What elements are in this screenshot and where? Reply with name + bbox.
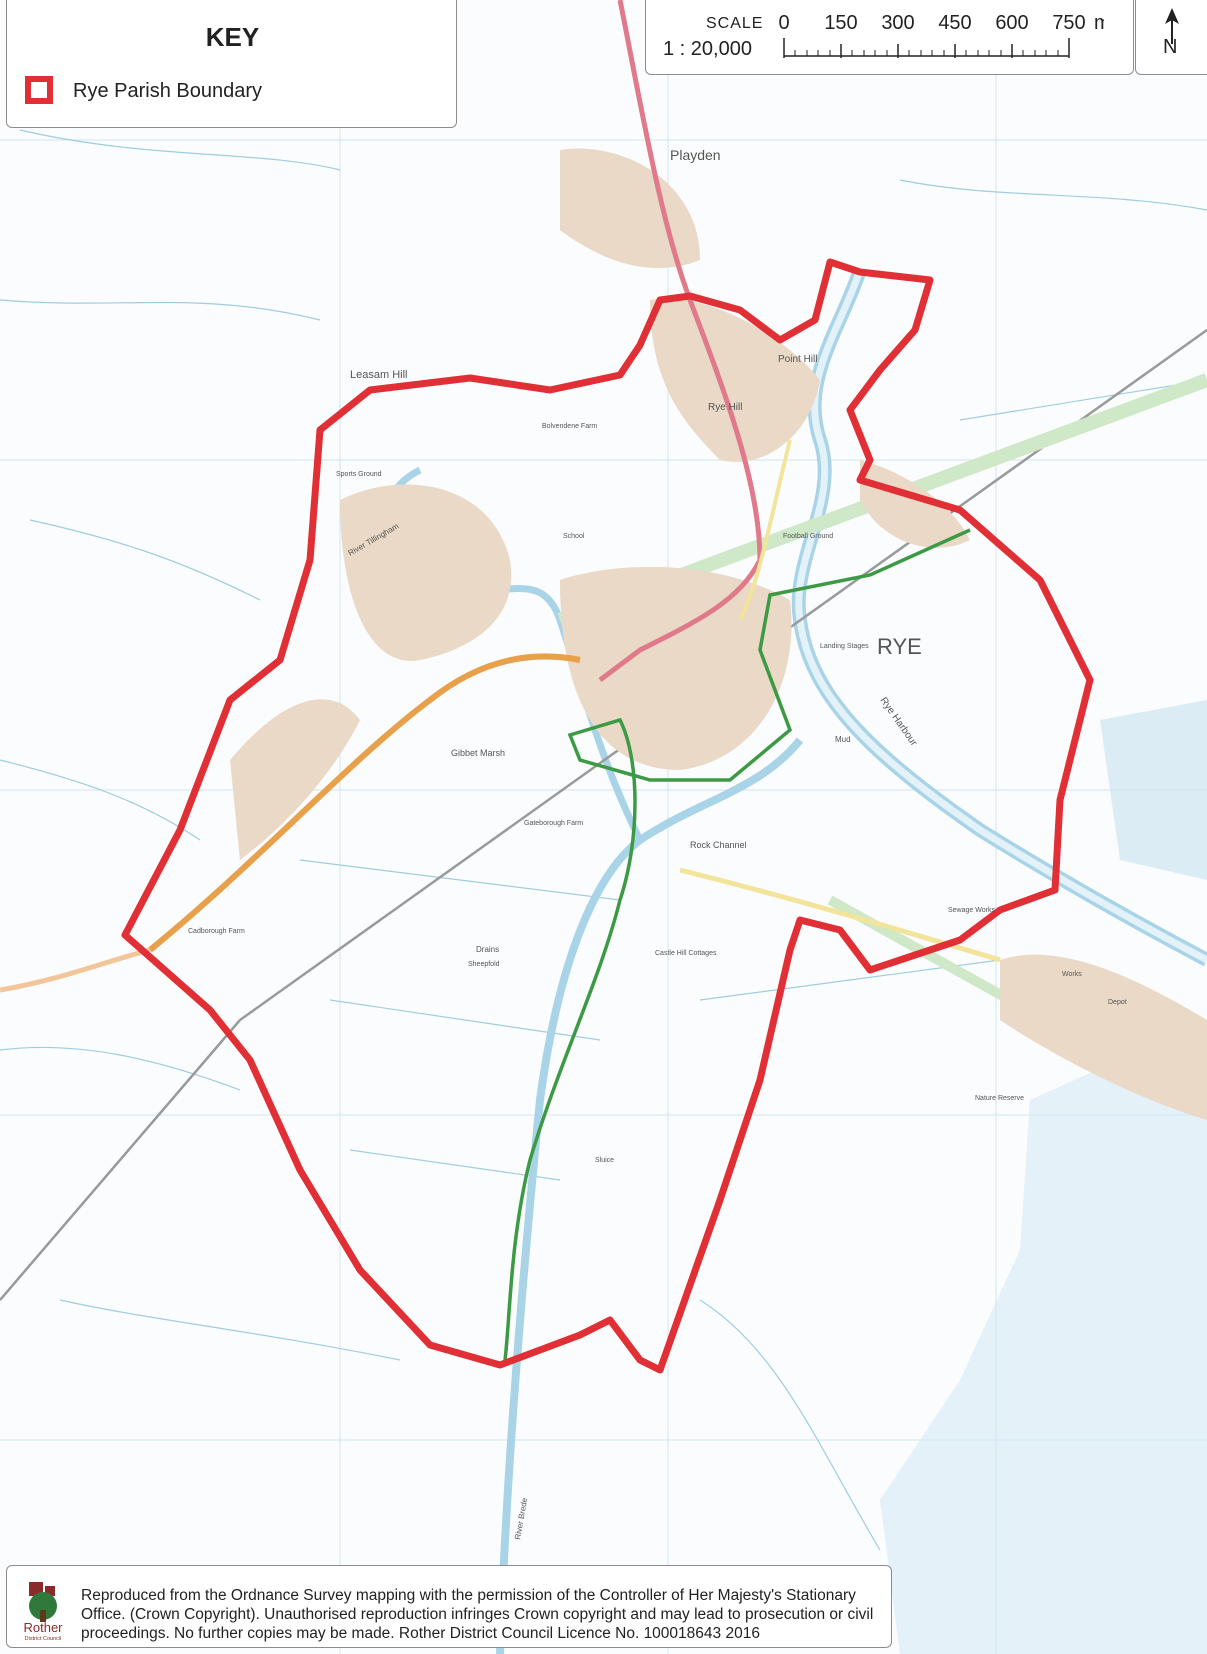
label-playden: Playden [670, 147, 721, 163]
label-school: School [563, 533, 585, 540]
copyright-footer: Rother District Council Reproduced from … [6, 1565, 892, 1648]
scale-tick-label: 0 [778, 12, 789, 34]
logo-name: Rother [23, 1620, 63, 1635]
label-leasam-hill: Leasam Hill [350, 369, 407, 381]
parish-boundary-line [121, 258, 1094, 1374]
scale-tick-label: 600 [995, 12, 1028, 34]
label-works: Works [1062, 971, 1082, 978]
scale-tick-label: 450 [938, 12, 971, 34]
label-drains: Drains [476, 945, 499, 954]
label-rye: RYE [877, 634, 922, 659]
label-mud: Mud [835, 735, 851, 744]
scale-unit: m [1094, 12, 1104, 34]
label-rock-channel: Rock Channel [690, 840, 747, 850]
label-football-ground: Football Ground [783, 533, 833, 540]
label-sheepfold: Sheepfold [468, 961, 500, 968]
label-cadborough-farm: Cadborough Farm [188, 928, 245, 935]
north-arrow-panel: N [1135, 0, 1207, 75]
key-item-label: Rye Parish Boundary [73, 80, 262, 102]
label-gateborough-farm: Gateborough Farm [524, 820, 583, 827]
green-route-line [503, 528, 971, 1361]
railway-line-west [0, 1019, 241, 1301]
logo-sub: District Council [25, 1636, 62, 1642]
key-panel: KEY Rye Parish Boundary [6, 0, 457, 128]
copyright-text: Reproduced from the Ordnance Survey mapp… [81, 1587, 874, 1642]
road-a268 [598, 0, 763, 682]
scale-bar: 0 150 300 450 600 750 m [778, 12, 1104, 58]
label-rye-hill: Rye Hill [708, 402, 742, 413]
label-nature-reserve: Nature Reserve [975, 1095, 1024, 1102]
rother-council-logo: Rother District Council [23, 1582, 63, 1642]
parish-boundary-swatch [25, 76, 53, 104]
key-title: KEY [205, 22, 260, 52]
label-sewage-works: Sewage Works [948, 907, 995, 914]
north-arrow-icon [1165, 8, 1179, 44]
label-sports-ground: Sports Ground [336, 471, 382, 478]
label-landing-stages: Landing Stages [820, 643, 869, 650]
label-bolvendene-farm: Bolvendene Farm [542, 423, 597, 430]
scale-panel: SCALE 1 : 20,000 0 150 300 450 600 750 m [645, 0, 1134, 75]
coastal-water-area [880, 1020, 1207, 1654]
label-gibbet-marsh: Gibbet Marsh [451, 748, 505, 758]
scale-tick-label: 150 [824, 12, 857, 34]
scale-ratio: 1 : 20,000 [663, 38, 752, 60]
label-castle-hill-cottages: Castle Hill Cottages [655, 950, 717, 957]
label-depot: Depot [1108, 999, 1127, 1006]
road-a259-east [679, 867, 1001, 963]
scale-tick-label: 300 [881, 12, 914, 34]
road-a259-west [148, 653, 581, 953]
road-a259-far-west [0, 947, 151, 993]
scale-word: SCALE [706, 15, 764, 32]
label-point-hill: Point Hill [778, 354, 817, 365]
road-b-north [738, 439, 792, 621]
north-letter: N [1163, 36, 1178, 58]
scale-tick-label: 750 [1052, 12, 1085, 34]
label-sluice: Sluice [595, 1157, 614, 1164]
